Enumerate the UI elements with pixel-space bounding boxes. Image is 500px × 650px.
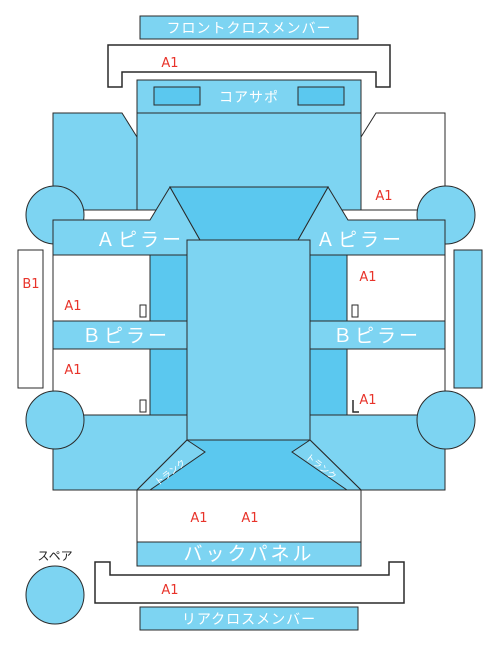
rear-cross-member-mark: A1	[161, 583, 178, 598]
b-pillar-left-label: Ｂピラー	[82, 325, 170, 347]
spare-label: スペア	[37, 549, 72, 563]
b-pillar-right-label: Ｂピラー	[333, 325, 421, 347]
b-pillar-right	[309, 320, 446, 350]
spare-tire	[25, 565, 85, 625]
right-front-fender-mark: A1	[375, 189, 392, 204]
left-front-door	[52, 254, 151, 322]
headlight-right	[297, 86, 345, 106]
rear-cross-member	[139, 606, 359, 631]
left-rear-door-handle	[139, 399, 147, 413]
right-front-door	[346, 254, 446, 322]
core-support-label: コアサポ	[219, 90, 279, 106]
a-pillar-right-label: Ａピラー	[316, 229, 404, 251]
roof	[186, 239, 311, 441]
front-cross-member-bracket	[107, 44, 391, 88]
rear-cross-member-bracket	[94, 561, 405, 604]
rear-floor-right-mark: A1	[241, 511, 258, 526]
rear-cross-member-label: リアクロスメンバー	[182, 612, 316, 628]
right-front-door-mark: A1	[359, 270, 376, 285]
front-cross-member-mark: A1	[161, 56, 178, 71]
b-pillar-left	[52, 320, 188, 350]
side-member-left-mark: B1	[22, 277, 39, 292]
right-front-fender	[360, 112, 446, 211]
right-rear-door-handle	[352, 400, 359, 413]
front-cross-member	[139, 15, 359, 40]
front-cross-member-label: フロントクロスメンバー	[167, 21, 332, 37]
a-pillar-left-label: Ａピラー	[96, 229, 184, 251]
headlight-left	[153, 86, 201, 106]
left-front-door-mark: A1	[64, 299, 81, 314]
side-member-right	[453, 249, 483, 389]
side-member-left	[17, 249, 44, 389]
rear-floor	[136, 489, 362, 543]
rear-left-wheel	[25, 390, 85, 450]
back-panel-label: バックパネル	[183, 543, 314, 565]
back-panel	[136, 541, 362, 567]
rear-floor-left-mark: A1	[190, 511, 207, 526]
right-front-door-handle	[351, 304, 359, 318]
left-front-door-handle	[139, 304, 147, 318]
right-rear-door-mark: A1	[359, 393, 376, 408]
rear-right-wheel	[416, 390, 476, 450]
left-rear-door-mark: A1	[64, 363, 81, 378]
